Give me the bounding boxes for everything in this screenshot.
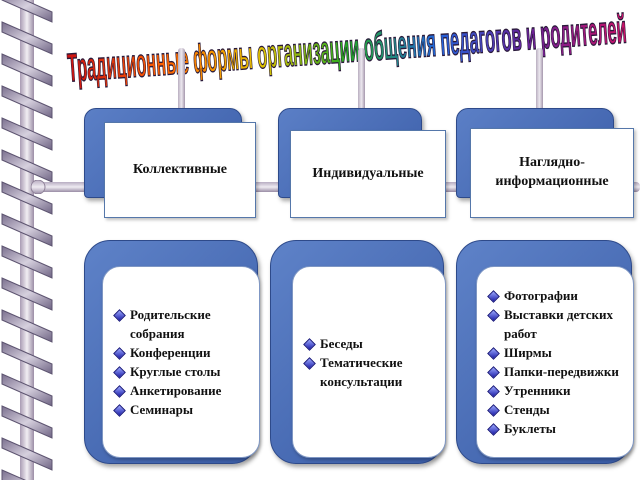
category-label: Коллективные	[133, 161, 227, 177]
category-panel-collective: Родительские собрания Конференции Круглы…	[102, 266, 260, 458]
category-header-individual: Индивидуальные	[290, 130, 446, 218]
list-item: Фотографии	[487, 286, 627, 305]
spiral-coil	[1, 245, 53, 279]
spiral-coil	[1, 373, 53, 407]
list-item: Круглые столы	[113, 362, 253, 381]
spiral-coil	[1, 21, 53, 55]
spiral-coil	[1, 437, 53, 471]
spiral-coil	[1, 341, 53, 375]
diamond-bullet-icon	[113, 385, 126, 398]
diamond-bullet-icon	[113, 404, 126, 417]
list-item: Ширмы	[487, 343, 627, 362]
item-list: Родительские собрания Конференции Круглы…	[103, 305, 259, 419]
category-panel-individual: Беседы Тематические консультации	[292, 266, 446, 458]
spiral-coil	[1, 117, 53, 151]
title-text: Традиционные формы организации общения п…	[66, 8, 628, 91]
list-item: Выставки детских работ	[487, 305, 627, 343]
item-list: Беседы Тематические консультации	[293, 334, 445, 391]
category-panel-visual-informational: Фотографии Выставки детских работ Ширмы …	[476, 266, 634, 458]
list-item: Конференции	[113, 343, 253, 362]
list-item: Беседы	[303, 334, 439, 353]
diamond-bullet-icon	[487, 309, 500, 322]
spiral-binding-decoration	[1, 0, 53, 480]
list-item: Тематические консультации	[303, 353, 439, 391]
category-label: Наглядно-информационные	[495, 155, 609, 189]
item-list: Фотографии Выставки детских работ Ширмы …	[477, 286, 633, 438]
connector-rod	[178, 48, 185, 140]
list-item: Семинары	[113, 400, 253, 419]
spiral-coil	[1, 53, 53, 87]
spiral-coil	[1, 213, 53, 247]
diamond-bullet-icon	[487, 347, 500, 360]
category-label: Индивидуальные	[312, 165, 424, 181]
diamond-bullet-icon	[487, 290, 500, 303]
connector-rod	[358, 48, 365, 140]
list-item: Буклеты	[487, 419, 627, 438]
diamond-bullet-icon	[113, 309, 126, 322]
list-item: Родительские собрания	[113, 305, 253, 343]
spiral-coil	[1, 85, 53, 119]
spiral-coil	[1, 0, 53, 23]
connector-rod	[536, 48, 543, 140]
spiral-coil	[1, 309, 53, 343]
category-header-visual-informational: Наглядно-информационные	[470, 128, 634, 218]
spiral-coil	[1, 181, 53, 215]
diamond-bullet-icon	[487, 423, 500, 436]
category-header-collective: Коллективные	[104, 122, 256, 218]
spiral-coil	[1, 277, 53, 311]
page-title: Традиционные формы организации общения п…	[66, 7, 629, 91]
list-item: Стенды	[487, 400, 627, 419]
diamond-bullet-icon	[303, 356, 316, 370]
diamond-bullet-icon	[487, 366, 500, 379]
diamond-bullet-icon	[487, 385, 500, 398]
diamond-bullet-icon	[487, 404, 500, 417]
diamond-bullet-icon	[113, 366, 126, 379]
list-item: Папки-передвижки	[487, 362, 627, 381]
diamond-bullet-icon	[303, 337, 316, 351]
diamond-bullet-icon	[113, 347, 126, 360]
list-item: Утренники	[487, 381, 627, 400]
list-item: Анкетирование	[113, 381, 253, 400]
spiral-coil	[1, 469, 26, 480]
spiral-coil	[1, 405, 53, 439]
